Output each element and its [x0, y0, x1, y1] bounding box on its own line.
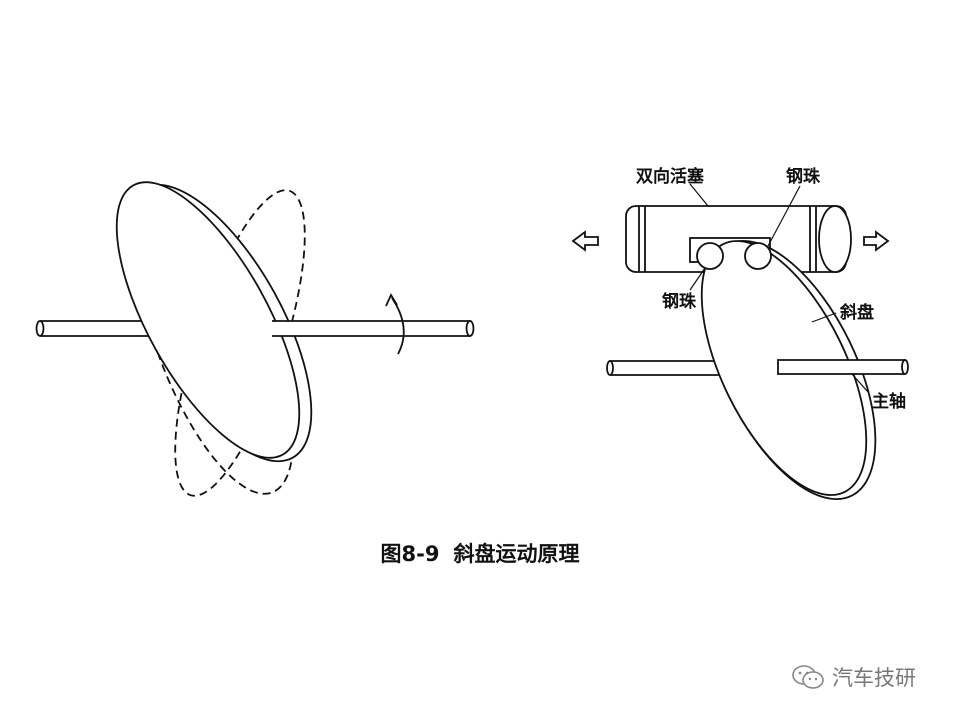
leader-plate	[811, 312, 837, 323]
label-main-shaft: 主轴	[872, 391, 906, 412]
steel-ball-left	[696, 242, 724, 270]
right-figure	[571, 183, 909, 501]
leader-piston	[689, 183, 709, 207]
rotation-arrowhead	[385, 293, 398, 307]
label-swash-plate: 斜盘	[839, 302, 874, 323]
watermark: 汽车技研	[790, 662, 916, 692]
piston-right-end	[818, 205, 852, 273]
steel-ball-right	[744, 242, 772, 270]
wechat-icon	[792, 665, 824, 689]
figure-title: 斜盘运动原理	[453, 542, 580, 566]
leader-ball-bottom	[689, 267, 706, 291]
label-steel-ball-top: 钢珠	[786, 166, 821, 187]
leader-shaft	[851, 373, 869, 393]
left-figure	[35, 181, 475, 497]
shaft-right	[272, 320, 471, 337]
watermark-text: 汽车技研	[832, 666, 916, 690]
plate-face	[115, 181, 301, 459]
arrow-left	[571, 230, 599, 252]
figure-number: 图8-9	[380, 542, 440, 566]
label-double-piston: 双向活塞	[636, 166, 705, 187]
arrow-right	[863, 230, 890, 252]
shaft-right-end	[465, 320, 475, 337]
main-shaft-right	[777, 359, 906, 375]
figure-caption: 图8-9 斜盘运动原理	[0, 538, 960, 568]
leader-ball-top	[767, 185, 801, 247]
shaft-left-end	[35, 320, 45, 337]
label-steel-ball-bottom: 钢珠	[662, 291, 697, 312]
